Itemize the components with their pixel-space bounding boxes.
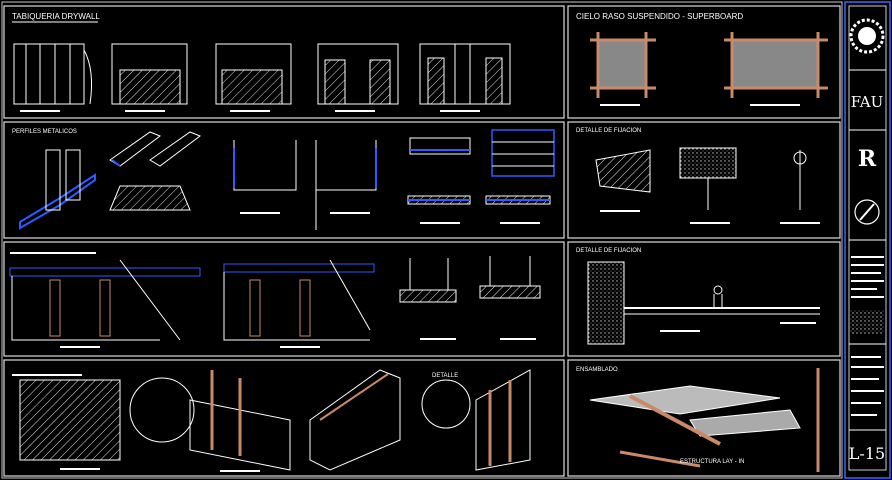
logo-letter: R — [858, 146, 877, 172]
structure-label: ESTRUCTURA LAY - IN — [680, 459, 744, 465]
panel-lay-in: ENSAMBLADO ESTRUCTURA LAY - IN — [567, 359, 841, 477]
north-arrow-icon — [854, 199, 880, 225]
panel-profiles: PERFILES METALICOS — [3, 121, 565, 239]
panel-isometric: DETALLE — [3, 359, 565, 477]
panel-ceiling: CIELO RASO SUSPENDIDO - SUPERBOARD — [567, 5, 841, 119]
fixing-detail-1-title: DETALLE DE FIJACION — [576, 128, 641, 134]
panel-drywall: TABIQUERIA DRYWALL — [3, 5, 565, 119]
sheet-border — [1, 1, 843, 479]
title-block: FAU R L-15 — [844, 1, 891, 479]
fixing-detail-2-title: DETALLE DE FIJACION — [576, 248, 641, 254]
school-name: FAU — [851, 93, 884, 111]
panel-fixing-1: DETALLE DE FIJACION — [567, 121, 841, 239]
profiles-title: PERFILES METALICOS — [12, 129, 77, 135]
detail-label: DETALLE — [432, 373, 458, 379]
university-seal — [849, 18, 885, 54]
ceiling-title: CIELO RASO SUSPENDIDO - SUPERBOARD — [576, 12, 743, 21]
panel-fixing-2: DETALLE DE FIJACION — [567, 241, 841, 357]
sheet-number: L-15 — [849, 444, 885, 463]
assembly-label: ENSAMBLADO — [576, 367, 618, 373]
drywall-title: TABIQUERIA DRYWALL — [12, 12, 100, 21]
panel-walls-plan — [3, 241, 565, 357]
